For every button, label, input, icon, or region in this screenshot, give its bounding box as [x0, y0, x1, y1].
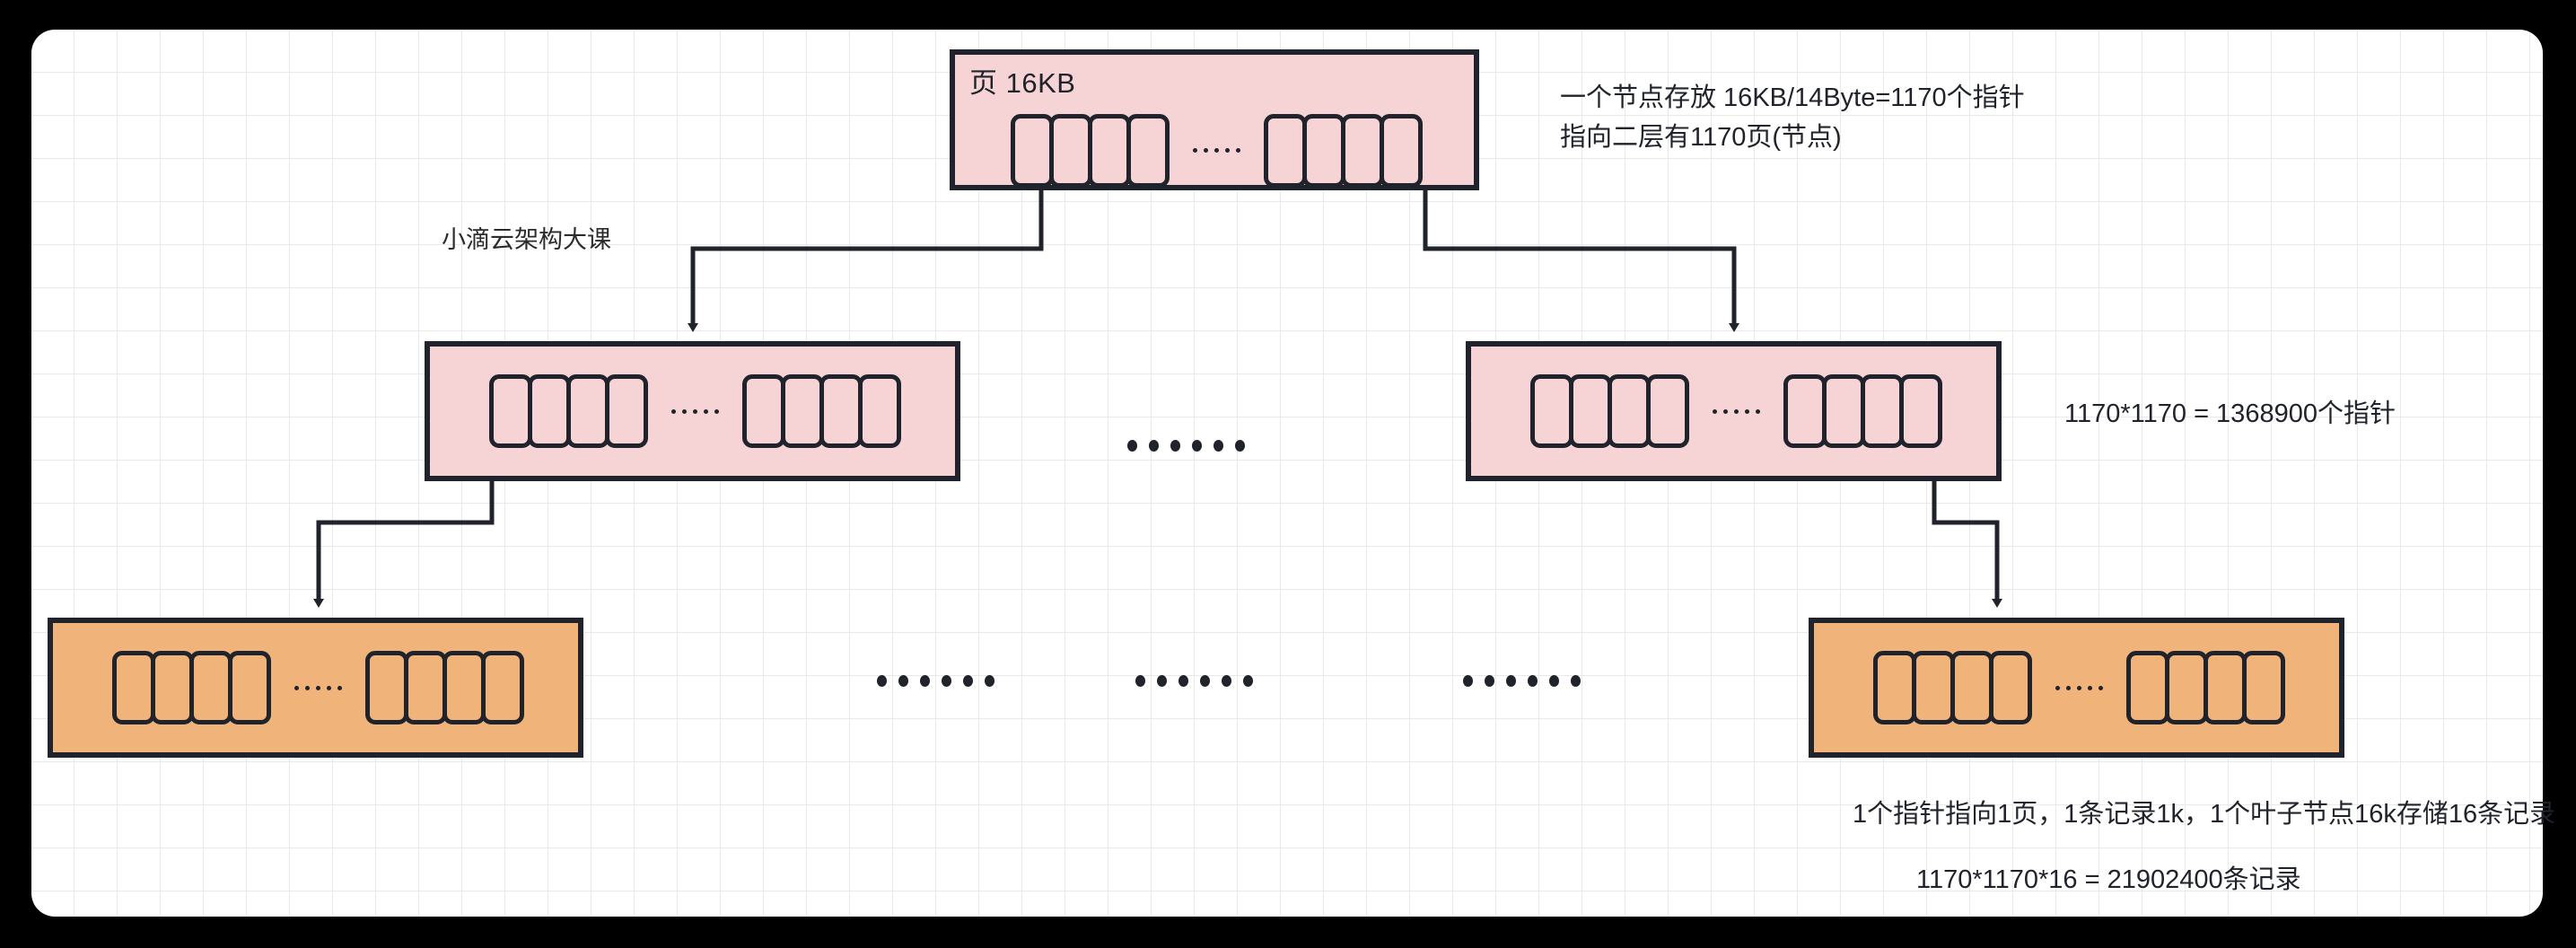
- root-cell[interactable]: [1264, 113, 1307, 188]
- root-note-line2: 指向二层有1170页(节点): [1560, 123, 1842, 152]
- level2-left-cell[interactable]: [565, 374, 609, 448]
- watermark-label: 小滴云架构大课: [442, 226, 611, 253]
- level2-right-cell[interactable]: [1607, 374, 1651, 448]
- leaf-right-cell[interactable]: [2125, 651, 2169, 724]
- leaf-left-cell[interactable]: [188, 651, 232, 724]
- leaf-left-cell[interactable]: [442, 651, 486, 724]
- leaf-right-cellgroup-right: [2125, 651, 2285, 724]
- leaf-left-cell[interactable]: [150, 651, 194, 724]
- leaf-right-cell[interactable]: [1950, 651, 1993, 724]
- root-cell[interactable]: [1126, 113, 1170, 188]
- level2-left-cell[interactable]: [819, 374, 863, 448]
- leaf-between-ellipsis-icon-3: [1463, 675, 1581, 687]
- leaf-note-line1: 1个指针指向1页，1条记录1k，1个叶子节点16k存储16条记录: [1853, 800, 2556, 829]
- leaf-left-cellgroup-right: [364, 651, 524, 724]
- level2-note: 1170*1170 = 1368900个指针: [2064, 399, 2396, 428]
- level2-right-cell[interactable]: [1645, 374, 1689, 448]
- level2-right-cellgroup-left: [1529, 374, 1689, 448]
- leaf-right-node-cells: [1814, 623, 2339, 752]
- leaf-right-cell[interactable]: [2164, 651, 2208, 724]
- level2-right-cell[interactable]: [1529, 374, 1573, 448]
- level2-left-cellgroup-right: [741, 374, 901, 448]
- root-note-line1: 一个节点存放 16KB/14Byte=1170个指针: [1560, 83, 2025, 112]
- leaf-left-node-cells: [53, 623, 578, 752]
- root-node[interactable]: 页 16KB: [950, 49, 1479, 190]
- leaf-left-cell[interactable]: [111, 651, 155, 724]
- leaf-right-cell[interactable]: [1988, 651, 2032, 724]
- leaf-right-cell[interactable]: [1872, 651, 1916, 724]
- leaf-right-inner-ellipsis-icon: [2055, 685, 2103, 690]
- level2-right-cell[interactable]: [1821, 374, 1865, 448]
- leaf-left-cell[interactable]: [364, 651, 408, 724]
- level2-left-cellgroup-left: [488, 374, 648, 448]
- root-cell[interactable]: [1341, 113, 1384, 188]
- leaf-right-cell[interactable]: [2241, 651, 2285, 724]
- root-cell[interactable]: [1049, 113, 1092, 188]
- leaf-left-cell[interactable]: [227, 651, 271, 724]
- leaf-between-ellipsis-icon-2: [1135, 675, 1253, 687]
- level2-left-node[interactable]: [425, 341, 960, 481]
- leaf-between-ellipsis-icon-1: [877, 675, 994, 687]
- level2-right-node[interactable]: [1466, 341, 2002, 481]
- root-node-cells: [955, 55, 1474, 215]
- level2-between-ellipsis-icon: [1127, 440, 1245, 452]
- root-node-label: 页 16KB: [969, 67, 1076, 99]
- leaf-left-inner-ellipsis-icon: [294, 685, 342, 690]
- level2-left-cell[interactable]: [780, 374, 824, 448]
- leaf-left-node[interactable]: [48, 618, 583, 758]
- root-cell[interactable]: [1302, 113, 1345, 188]
- level2-left-cell[interactable]: [857, 374, 901, 448]
- leaf-left-cell[interactable]: [480, 651, 524, 724]
- level2-right-cell[interactable]: [1568, 374, 1612, 448]
- root-inner-ellipsis-icon: [1193, 148, 1240, 153]
- level2-left-cell[interactable]: [488, 374, 532, 448]
- level2-right-cell[interactable]: [1860, 374, 1904, 448]
- level2-right-node-cells: [1471, 347, 1996, 476]
- root-cellgroup-right: [1264, 113, 1423, 188]
- leaf-note-line2: 1170*1170*16 = 21902400条记录: [1916, 865, 2301, 894]
- root-cellgroup-left: [1011, 113, 1170, 188]
- leaf-left-cellgroup-left: [111, 651, 271, 724]
- leaf-right-cellgroup-left: [1872, 651, 2032, 724]
- level2-right-cellgroup-right: [1783, 374, 1942, 448]
- level2-left-node-cells: [430, 347, 955, 476]
- leaf-right-cell[interactable]: [1911, 651, 1955, 724]
- level2-right-cell[interactable]: [1898, 374, 1942, 448]
- leaf-right-cell[interactable]: [2203, 651, 2247, 724]
- root-cell[interactable]: [1088, 113, 1131, 188]
- leaf-right-node[interactable]: [1809, 618, 2344, 758]
- root-cell[interactable]: [1380, 113, 1423, 188]
- level2-left-cell[interactable]: [527, 374, 571, 448]
- level2-left-cell[interactable]: [604, 374, 648, 448]
- level2-right-inner-ellipsis-icon: [1712, 408, 1760, 414]
- level2-left-inner-ellipsis-icon: [670, 408, 719, 414]
- leaf-left-cell[interactable]: [403, 651, 447, 724]
- level2-left-cell[interactable]: [741, 374, 785, 448]
- root-cell[interactable]: [1011, 113, 1054, 188]
- level2-right-cell[interactable]: [1783, 374, 1827, 448]
